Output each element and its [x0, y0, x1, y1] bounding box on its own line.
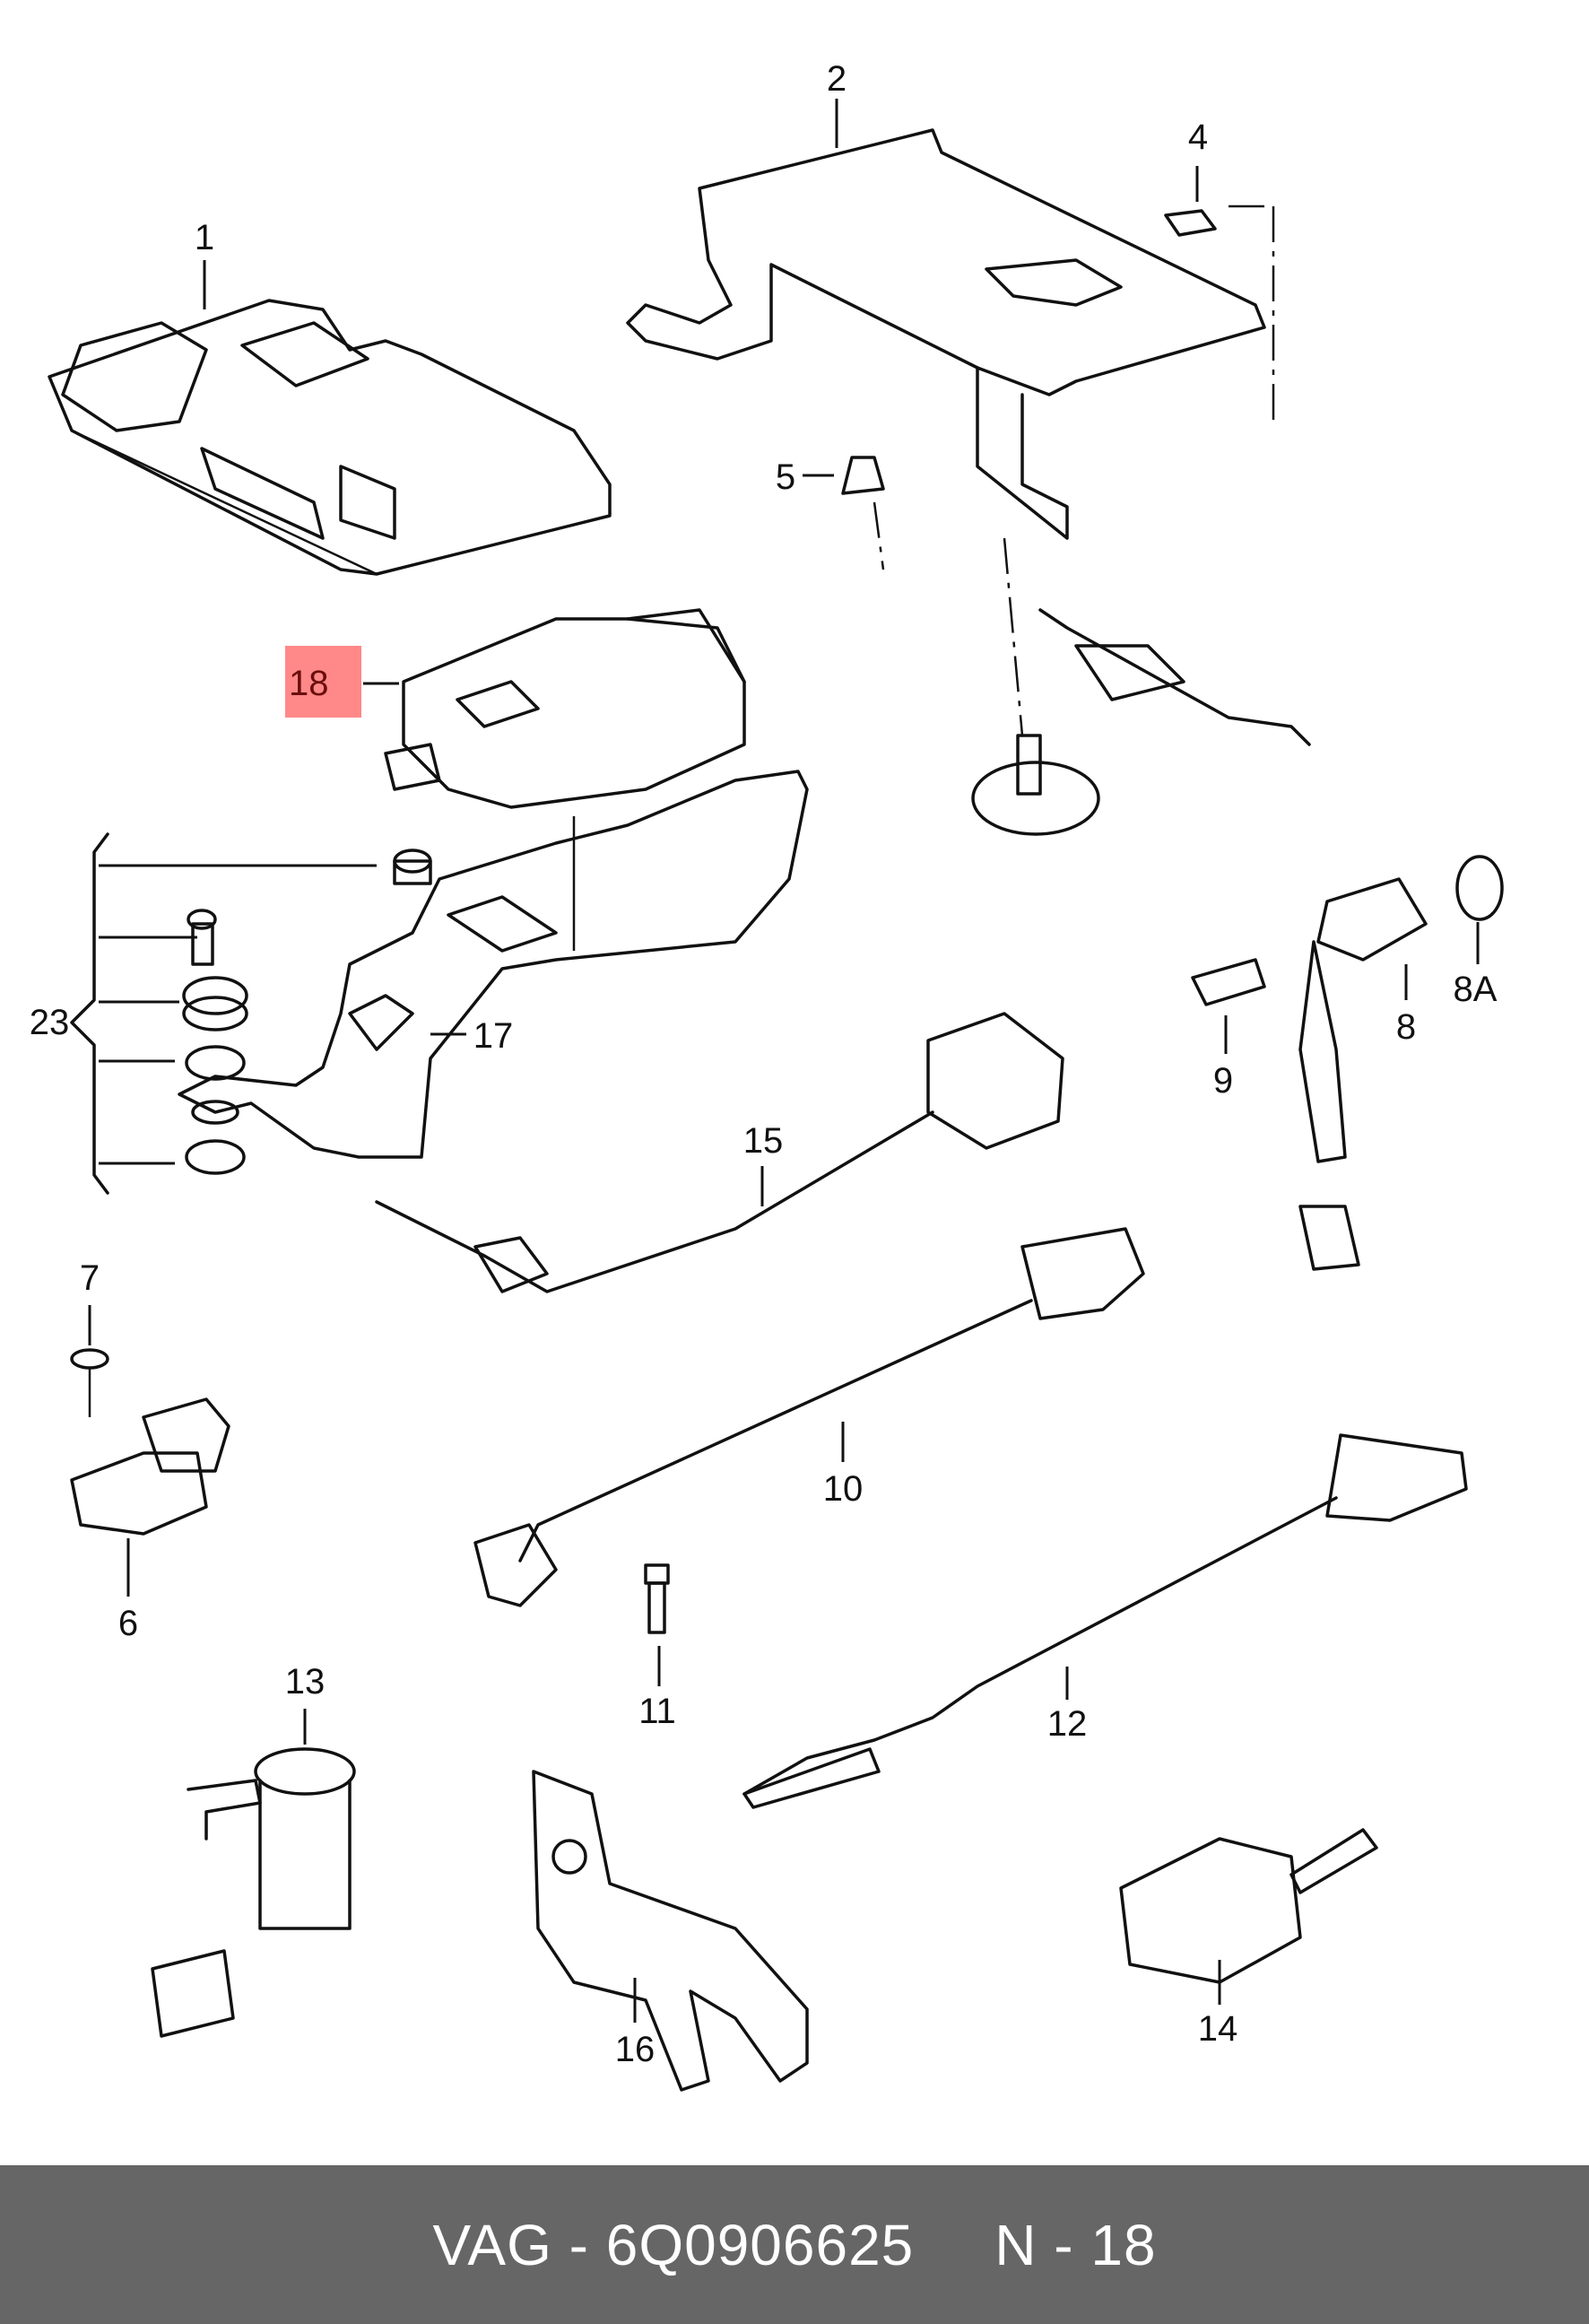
- part-12-lambda-sensor: [742, 1433, 1468, 1809]
- part-6-throttle-sensor: [70, 1348, 230, 1536]
- label-15[interactable]: 15: [742, 1121, 784, 1161]
- label-10[interactable]: 10: [822, 1469, 864, 1509]
- footer-bar: VAG - 6Q0906625 N - 18: [0, 2165, 1589, 2324]
- footer-brand: VAG: [432, 2212, 552, 2277]
- label-8[interactable]: 8: [1395, 1007, 1417, 1047]
- highlight-box-18: [285, 646, 361, 718]
- label-17[interactable]: 17: [473, 1016, 514, 1056]
- label-11[interactable]: 11: [638, 1692, 676, 1731]
- part-13-valve: [151, 1709, 356, 2038]
- label-23[interactable]: 23: [29, 1003, 70, 1042]
- footer-part-number: 6Q0906625: [605, 2212, 915, 2277]
- label-6[interactable]: 6: [117, 1604, 139, 1643]
- part-15-sensor: [375, 1012, 1064, 1293]
- part-23-grommet-set: [70, 832, 432, 1195]
- label-12[interactable]: 12: [1046, 1704, 1088, 1744]
- part-8-speed-sensor: [1191, 855, 1504, 1271]
- part-14-switch: [1119, 1828, 1378, 2005]
- part-10-knock-sensor: [473, 1227, 1145, 1607]
- part-18-control-module: [384, 608, 746, 809]
- label-18: 18: [289, 664, 329, 703]
- leader-lines: [88, 99, 1480, 2023]
- label-5[interactable]: 5: [775, 457, 796, 497]
- label-2[interactable]: 2: [826, 59, 847, 99]
- stud-washer: [971, 537, 1100, 836]
- label-13[interactable]: 13: [284, 1662, 326, 1702]
- part-11-bolt: [644, 1563, 670, 1686]
- part-5-nut: [841, 456, 885, 570]
- footer-separator: -: [569, 2212, 589, 2277]
- label-8a[interactable]: 8A: [1453, 970, 1498, 1009]
- part-1-ecu: [48, 299, 612, 576]
- part-16-bracket: [532, 1770, 809, 2092]
- label-4[interactable]: 4: [1187, 118, 1209, 157]
- label-14[interactable]: 14: [1197, 2009, 1238, 2049]
- label-16[interactable]: 16: [614, 2030, 656, 2069]
- part-17-bracket: [178, 770, 809, 1159]
- parts-diagram: 18 1 2 4 5 6 7 8 8A 9 10 11 12 13 14 15 …: [29, 59, 1504, 2092]
- part-2-tray: [626, 128, 1311, 746]
- footer-ref-number: 18: [1090, 2212, 1157, 2277]
- label-9[interactable]: 9: [1212, 1061, 1234, 1101]
- label-7[interactable]: 7: [79, 1258, 100, 1298]
- label-1[interactable]: 1: [194, 218, 215, 257]
- diagram-drawing: [48, 99, 1504, 2092]
- footer-ref-separator: -: [1054, 2212, 1074, 2277]
- footer-ref-prefix: N: [994, 2212, 1038, 2277]
